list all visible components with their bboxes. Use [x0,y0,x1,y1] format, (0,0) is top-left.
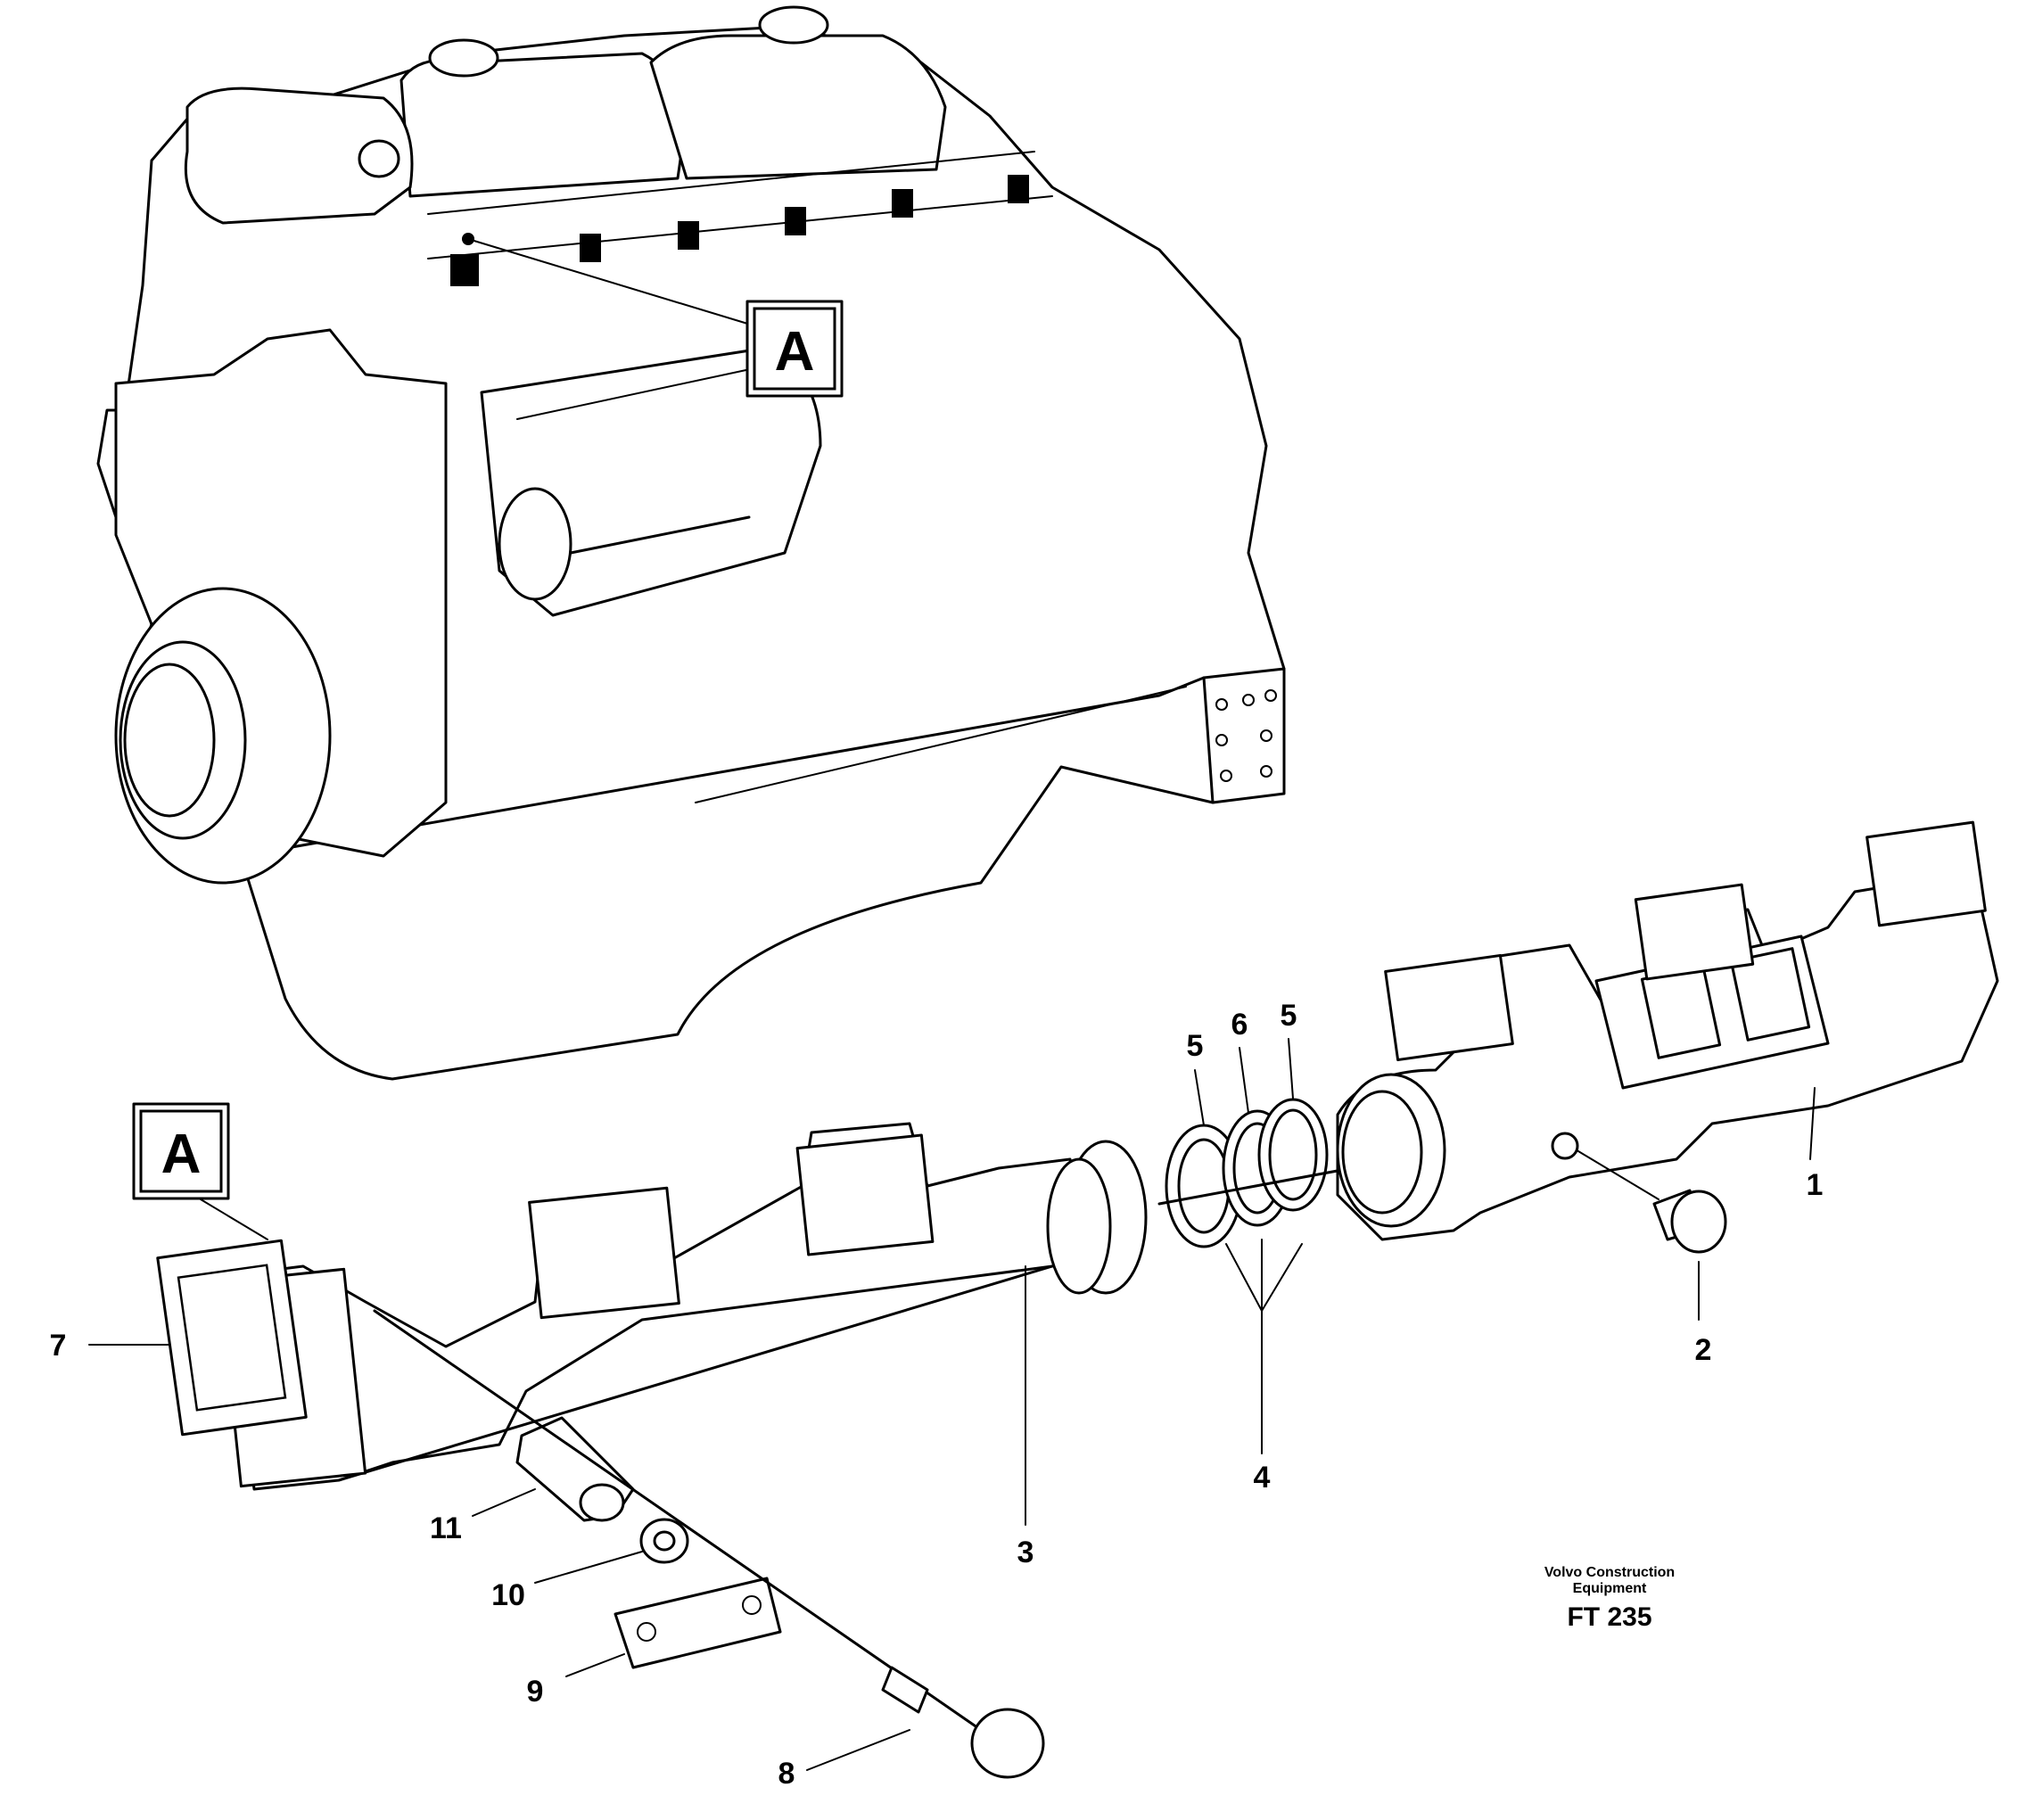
callout-8: 8 [778,1757,795,1791]
callout-3: 3 [1017,1536,1034,1569]
credit-line-2: Equipment [1572,1581,1647,1596]
credit-line-1: Volvo Construction [1544,1565,1676,1580]
callout-5b: 5 [1281,999,1297,1033]
detail-marker-label: A [775,321,815,383]
callout-7: 7 [50,1329,67,1363]
callout-10: 10 [491,1578,525,1612]
figure-code: FT 235 [1567,1602,1652,1632]
callout-leaders [88,1038,1816,1771]
callout-4: 4 [1254,1461,1271,1495]
engine-illustration [96,5,1286,1081]
callout-labels: 1 2 3 4 5 6 5 7 8 9 10 11 [50,999,1824,1791]
detail-marker-parts: A [132,1102,268,1240]
detail-marker-engine: A [745,300,844,398]
callout-6: 6 [1231,1008,1248,1042]
callout-5a: 5 [1187,1029,1204,1063]
callout-1: 1 [1807,1168,1824,1202]
detail-marker-label: A [161,1124,202,1185]
callout-11: 11 [430,1511,462,1545]
callout-2: 2 [1695,1333,1712,1367]
callout-9: 9 [527,1675,544,1709]
exhaust-manifold-parts [156,820,1999,1779]
publisher-credit: Volvo Construction Equipment FT 235 [1462,1565,1757,1633]
